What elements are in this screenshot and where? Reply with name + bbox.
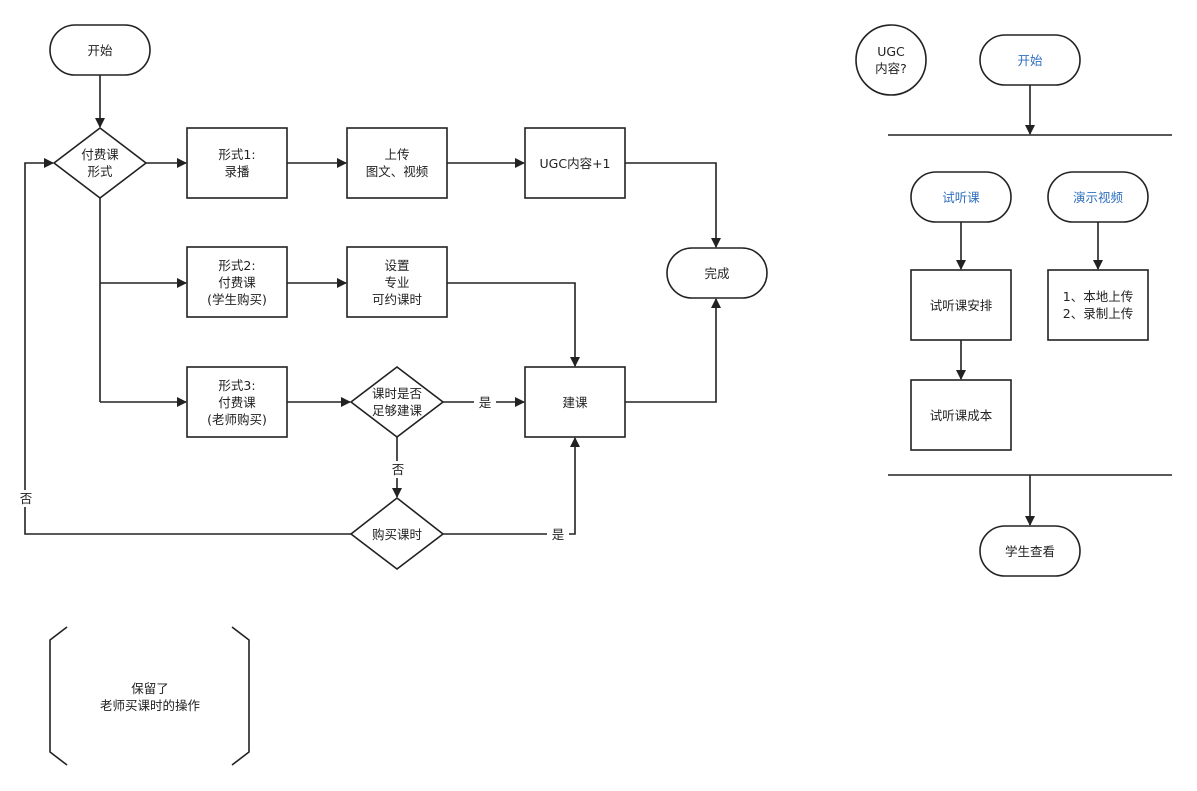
trial-cost-box[interactable] <box>910 379 1012 451</box>
form-decision[interactable] <box>52 126 148 200</box>
hours-decision[interactable] <box>349 365 445 439</box>
start-right-terminal[interactable] <box>979 34 1081 86</box>
note-bracket-left <box>49 626 68 766</box>
ugc-plus-box[interactable] <box>524 127 626 199</box>
buy-decision[interactable] <box>349 496 445 571</box>
form1-box[interactable] <box>186 127 288 199</box>
edge-settings-to-build <box>447 282 580 367</box>
trial-terminal[interactable] <box>910 171 1012 223</box>
build-box[interactable] <box>524 366 626 438</box>
student-view-terminal[interactable] <box>979 525 1081 577</box>
edge-build-to-complete <box>625 298 721 403</box>
form2-box[interactable] <box>186 246 288 318</box>
edge-ugc-to-complete <box>625 162 721 248</box>
ugc-question-circle[interactable] <box>855 24 927 96</box>
edge-buy-yes-to-build <box>443 437 580 535</box>
start-left-terminal[interactable] <box>49 24 151 76</box>
demo-video-terminal[interactable] <box>1047 171 1149 223</box>
upload-methods-box[interactable] <box>1047 269 1149 341</box>
settings-box[interactable] <box>346 246 448 318</box>
edge-buy-no-back <box>24 158 351 535</box>
trial-arrange-box[interactable] <box>910 269 1012 341</box>
complete-terminal[interactable] <box>666 247 768 299</box>
note-bracket-right <box>231 626 250 766</box>
upload-box[interactable] <box>346 127 448 199</box>
form3-box[interactable] <box>186 366 288 438</box>
